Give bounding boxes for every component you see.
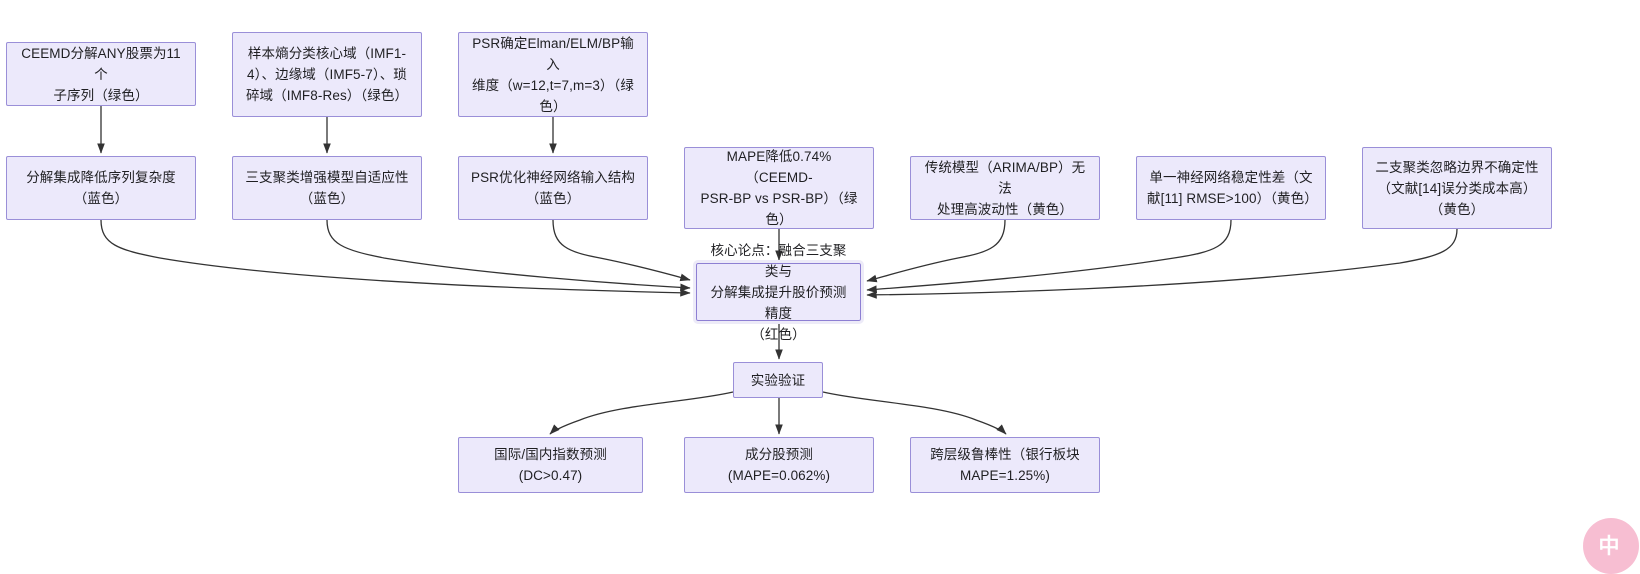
edge-adaptive-to-core bbox=[326, 219, 691, 292]
node-reduce-complexity[interactable]: 分解集成降低序列复杂度 （蓝色） bbox=[6, 156, 196, 220]
node-label: 成分股预测 (MAPE=0.062%) bbox=[727, 447, 831, 483]
node-label: 传统模型（ARIMA/BP）无法 处理高波动性（黄色） bbox=[924, 159, 1086, 217]
edge-traditional-to-core bbox=[866, 219, 1006, 283]
edge-experiment-to-robust bbox=[822, 391, 1007, 435]
node-cross-level-robust[interactable]: 跨层级鲁棒性（银行板块 MAPE=1.25%) bbox=[910, 437, 1100, 493]
node-label: PSR优化神经网络输入结构 （蓝色） bbox=[470, 170, 636, 206]
node-psr-input-dim[interactable]: PSR确定Elman/ELM/BP输入 维度（w=12,t=7,m=3）（绿 色… bbox=[458, 32, 648, 117]
watermark-badge: 中 bbox=[1583, 518, 1639, 574]
node-ceemd-decompose[interactable]: CEEMD分解ANY股票为11个 子序列（绿色） bbox=[6, 42, 196, 106]
node-label: 跨层级鲁棒性（银行板块 MAPE=1.25%) bbox=[930, 447, 1080, 483]
node-mape-reduction[interactable]: MAPE降低0.74%（CEEMD- PSR-BP vs PSR-BP）（绿 色… bbox=[684, 147, 874, 229]
node-label: 实验验证 bbox=[750, 372, 806, 388]
edge-twoway-to-core bbox=[866, 228, 1458, 299]
edge-experiment-to-index bbox=[549, 391, 734, 435]
edge-complexity-to-core bbox=[100, 219, 691, 297]
node-label: 三支聚类增强模型自适应性 （蓝色） bbox=[245, 170, 409, 206]
node-label: 单一神经网络稳定性差（文 献[11] RMSE>100）（黄色） bbox=[1147, 170, 1318, 206]
edge-singlenn-to-core bbox=[866, 219, 1232, 294]
node-label: 样本熵分类核心域（IMF1- 4）、边缘域（IMF5-7）、琐 碎域（IMF8-… bbox=[245, 46, 409, 103]
node-experiment-validation[interactable]: 实验验证 bbox=[733, 362, 823, 398]
node-two-way-boundary[interactable]: 二支聚类忽略边界不确定性 （文献[14]误分类成本高） （黄色） bbox=[1362, 147, 1552, 229]
node-label: 二支聚类忽略边界不确定性 （文献[14]误分类成本高） （黄色） bbox=[1375, 159, 1539, 217]
node-label: 分解集成降低序列复杂度 （蓝色） bbox=[26, 170, 176, 206]
edge-psropt-to-core bbox=[552, 219, 691, 282]
node-label: PSR确定Elman/ELM/BP输入 维度（w=12,t=7,m=3）（绿 色… bbox=[472, 35, 634, 114]
node-psr-optimize[interactable]: PSR优化神经网络输入结构 （蓝色） bbox=[458, 156, 648, 220]
node-label: MAPE降低0.74%（CEEMD- PSR-BP vs PSR-BP）（绿 色… bbox=[700, 149, 858, 227]
node-label: 国际/国内指数预测 (DC>0.47) bbox=[494, 447, 607, 483]
node-label: CEEMD分解ANY股票为11个 子序列（绿色） bbox=[21, 45, 181, 103]
node-core-claim[interactable]: 核心论点：融合三支聚类与 分解集成提升股价预测精度 （红色） bbox=[693, 243, 864, 342]
node-traditional-model[interactable]: 传统模型（ARIMA/BP）无法 处理高波动性（黄色） bbox=[910, 156, 1100, 220]
watermark-text: 中 bbox=[1598, 534, 1620, 558]
node-three-way-adaptive[interactable]: 三支聚类增强模型自适应性 （蓝色） bbox=[232, 156, 422, 220]
node-index-prediction[interactable]: 国际/国内指数预测 (DC>0.47) bbox=[458, 437, 643, 493]
node-label: 核心论点：融合三支聚类与 分解集成提升股价预测精度 （红色） bbox=[710, 242, 847, 342]
node-single-nn-unstable[interactable]: 单一神经网络稳定性差（文 献[11] RMSE>100）（黄色） bbox=[1136, 156, 1326, 220]
node-component-stock[interactable]: 成分股预测 (MAPE=0.062%) bbox=[684, 437, 874, 493]
node-sample-entropy[interactable]: 样本熵分类核心域（IMF1- 4）、边缘域（IMF5-7）、琐 碎域（IMF8-… bbox=[232, 32, 422, 117]
